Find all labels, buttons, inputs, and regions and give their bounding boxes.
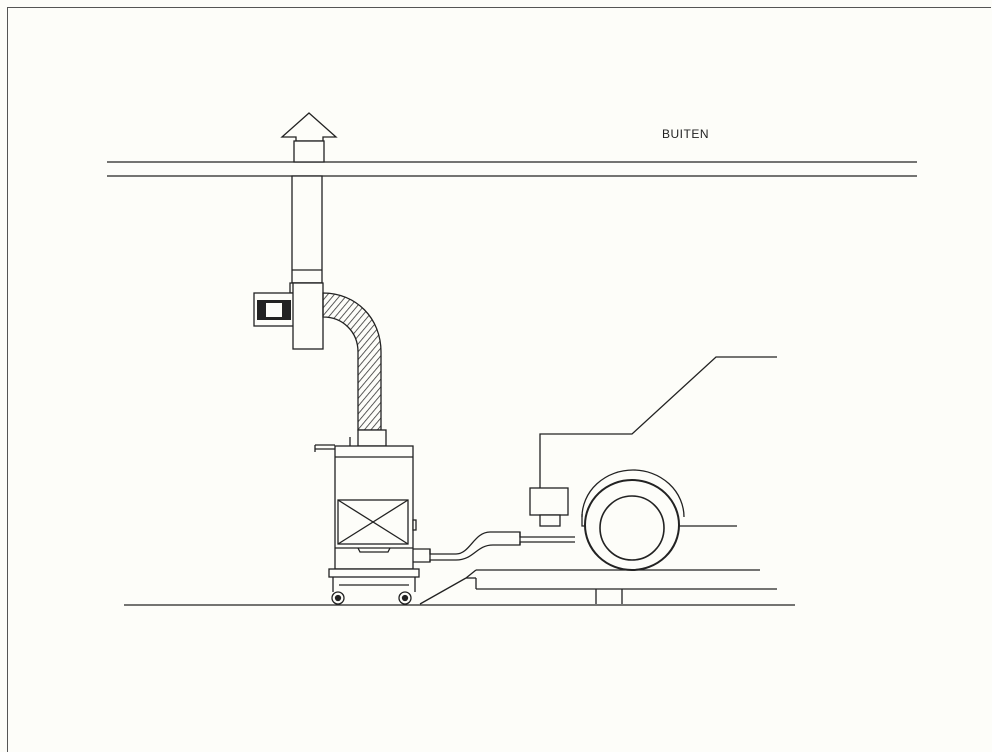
extraction-fan [253,282,324,350]
roof-line [107,161,917,177]
flexible-hose [322,292,382,431]
outside-label: BUITEN [662,127,710,141]
tailpipe-hose [413,531,575,563]
exhaust-stack [280,112,338,294]
ramp-platform [419,569,777,605]
filter-unit [314,429,420,605]
drawing-frame [7,7,991,752]
car [529,356,777,571]
